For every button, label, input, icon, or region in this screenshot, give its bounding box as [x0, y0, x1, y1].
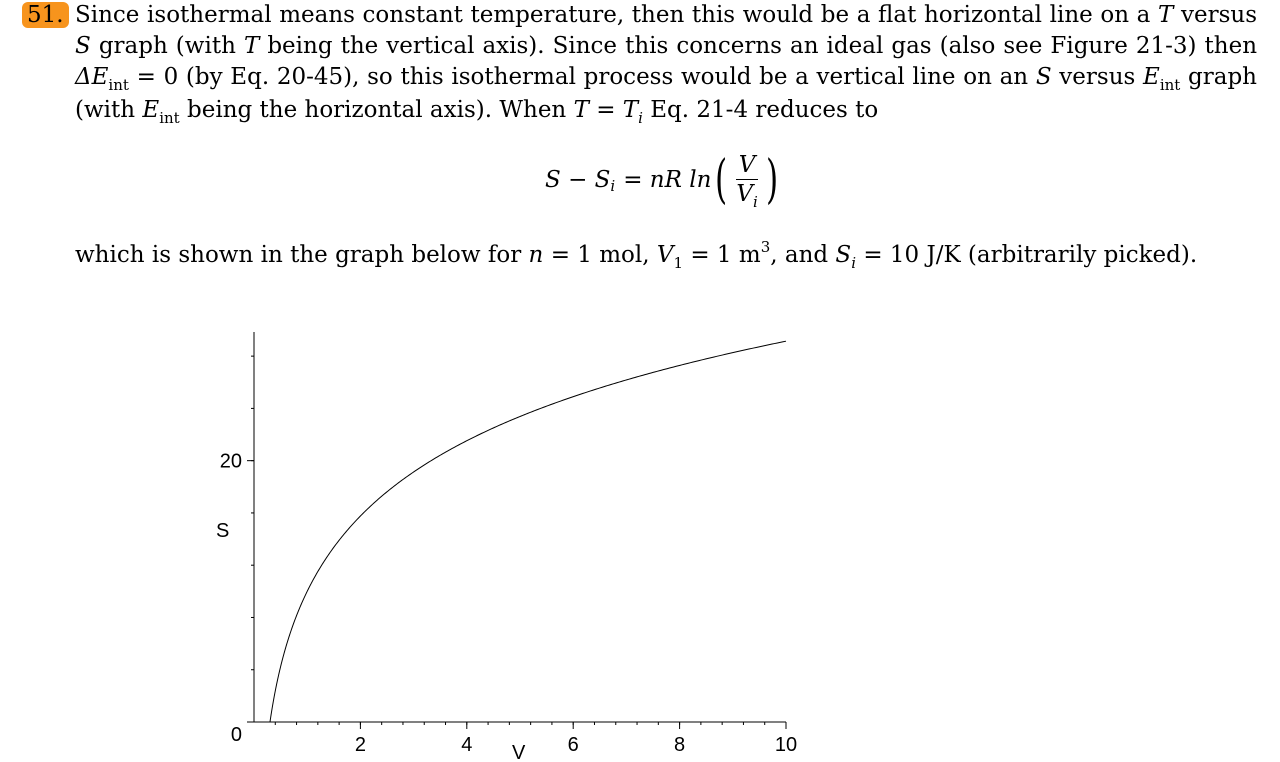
paragraph-line-1: Since isothermal means constant temperat…	[75, 2, 1258, 28]
x-tick-label: 8	[674, 734, 685, 756]
x-tick-label: 4	[461, 734, 472, 756]
volume-fraction: V Vi	[735, 151, 759, 211]
y-tick-label: 20	[220, 451, 242, 473]
chart-ticks: 2 4 6 8 10 0 20	[220, 355, 797, 756]
paragraph-line-2: S graph (with T being the vertical axis)…	[75, 33, 1258, 59]
entropy-curve	[269, 340, 787, 723]
problem-number-badge: 51.	[22, 2, 69, 28]
x-tick-label: 2	[355, 734, 366, 756]
y-tick-label: 0	[231, 724, 242, 746]
y-axis-label: S	[216, 520, 229, 542]
paragraph-line-4: (with Eint being the horizontal axis). W…	[75, 97, 879, 127]
paragraph-line-3: ΔEint = 0 (by Eq. 20-45), so this isothe…	[75, 64, 1257, 94]
x-axis-label: V	[512, 742, 526, 762]
caption-text: which is shown in the graph below for n …	[75, 238, 1198, 272]
problem-paragraph: Since isothermal means constant temperat…	[75, 0, 1257, 128]
x-tick-label: 10	[775, 734, 797, 756]
x-tick-label: 6	[568, 734, 579, 756]
chart-axes	[253, 332, 786, 723]
